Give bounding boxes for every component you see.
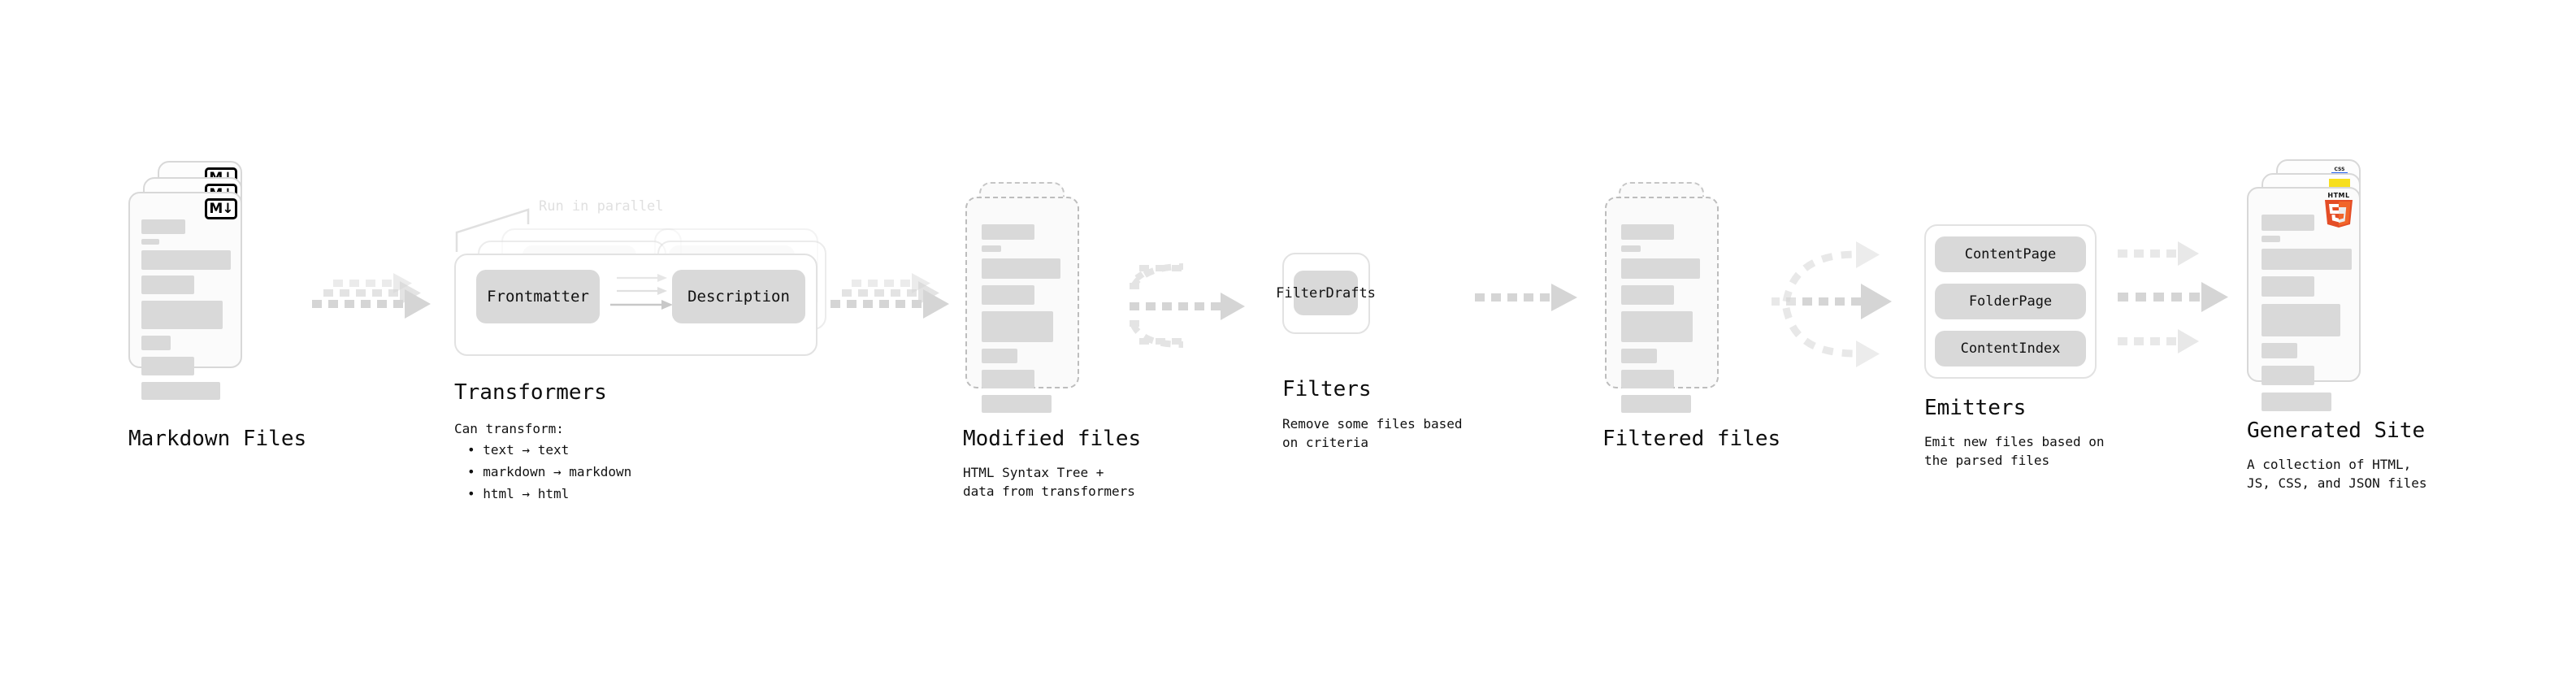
transformer-chip-frontmatter[interactable]: Frontmatter (476, 270, 600, 323)
arrow-filtered-to-emitters (1772, 241, 1892, 367)
stage-title-generated-site: Generated Site (2247, 419, 2426, 443)
run-in-parallel-label: Run in parallel (539, 198, 664, 215)
transformers-bullet-2: • html → html (467, 486, 570, 501)
card-skeleton-line (141, 336, 171, 350)
card-skeleton-line (1621, 311, 1693, 342)
stage-title-emitters: Emitters (1924, 396, 2027, 420)
card-skeleton-line (1621, 395, 1691, 413)
card-skeleton-line (982, 285, 1034, 305)
card-skeleton-line (2262, 236, 2280, 242)
card-skeleton-line (982, 224, 1034, 240)
filter-chip-filterdrafts[interactable]: FilterDrafts (1276, 271, 1376, 315)
arrow-transformers-to-modified (830, 273, 949, 319)
modified-files-desc-0: HTML Syntax Tree + (963, 465, 1104, 480)
emitters-desc-0: Emit new files based on (1924, 434, 2105, 449)
card-skeleton-line (141, 239, 159, 245)
stage-title-modified-files: Modified files (963, 427, 1142, 451)
transformers-description-heading: Can transform: (454, 421, 564, 436)
card-skeleton-line (141, 357, 194, 375)
filters-desc-0: Remove some files based (1282, 416, 1463, 432)
card-skeleton-line (2262, 366, 2314, 385)
stage-title-filtered-files: Filtered files (1602, 427, 1781, 451)
emitter-chip-contentindex[interactable]: ContentIndex (1935, 331, 2086, 367)
stage-title-markdown-files: Markdown Files (128, 427, 307, 451)
emitter-chip-contentpage[interactable]: ContentPage (1935, 236, 2086, 272)
card-skeleton-line (982, 349, 1017, 363)
card-skeleton-line (2262, 249, 2352, 270)
card-skeleton-line (1621, 245, 1641, 252)
emitters-desc-1: the parsed files (1924, 453, 2050, 468)
filters-desc-1: on criteria (1282, 435, 1368, 450)
card-skeleton-line (1621, 285, 1674, 305)
arrow-markdown-to-transformers (312, 273, 431, 319)
generated-site-desc-1: JS, CSS, and JSON files (2247, 475, 2427, 491)
card-skeleton-line (141, 275, 194, 294)
card-skeleton-line (141, 250, 231, 270)
card-skeleton-line (2262, 304, 2340, 336)
card-skeleton-line (982, 258, 1060, 279)
card-skeleton-line (2262, 343, 2297, 358)
card-skeleton-line (2262, 276, 2314, 297)
card-skeleton-line (141, 219, 185, 234)
card-skeleton-line (1621, 224, 1674, 240)
card-skeleton-line (1621, 370, 1674, 388)
html5-tag-label: HTML (2327, 192, 2350, 199)
stage-title-transformers: Transformers (454, 380, 607, 405)
card-skeleton-line (141, 301, 223, 329)
card-skeleton-line (2262, 215, 2314, 231)
arrow-filters-to-filtered (1475, 284, 1577, 311)
html5-logo-icon: HTML (2323, 192, 2354, 228)
card-skeleton-line (982, 370, 1034, 388)
markdown-logo-icon: M↓ (205, 198, 237, 219)
card-skeleton-line (1621, 349, 1657, 363)
card-skeleton-line (141, 382, 220, 400)
generated-site-desc-0: A collection of HTML, (2247, 457, 2412, 472)
card-skeleton-line (982, 311, 1053, 342)
transformers-bullet-0: • text → text (467, 442, 570, 458)
stage-title-filters: Filters (1282, 377, 1372, 401)
card-skeleton-line (2262, 393, 2331, 411)
arrow-emitters-to-site (2118, 241, 2228, 354)
arrow-modified-to-filters (1130, 263, 1245, 348)
card-skeleton-line (982, 245, 1001, 252)
modified-files-desc-1: data from transformers (963, 484, 1135, 499)
card-skeleton-line (982, 395, 1052, 413)
card-skeleton-line (1621, 258, 1700, 279)
transformers-bullet-1: • markdown → markdown (467, 464, 632, 479)
emitter-chip-folderpage[interactable]: FolderPage (1935, 284, 2086, 319)
transformer-chip-description[interactable]: Description (672, 270, 805, 323)
